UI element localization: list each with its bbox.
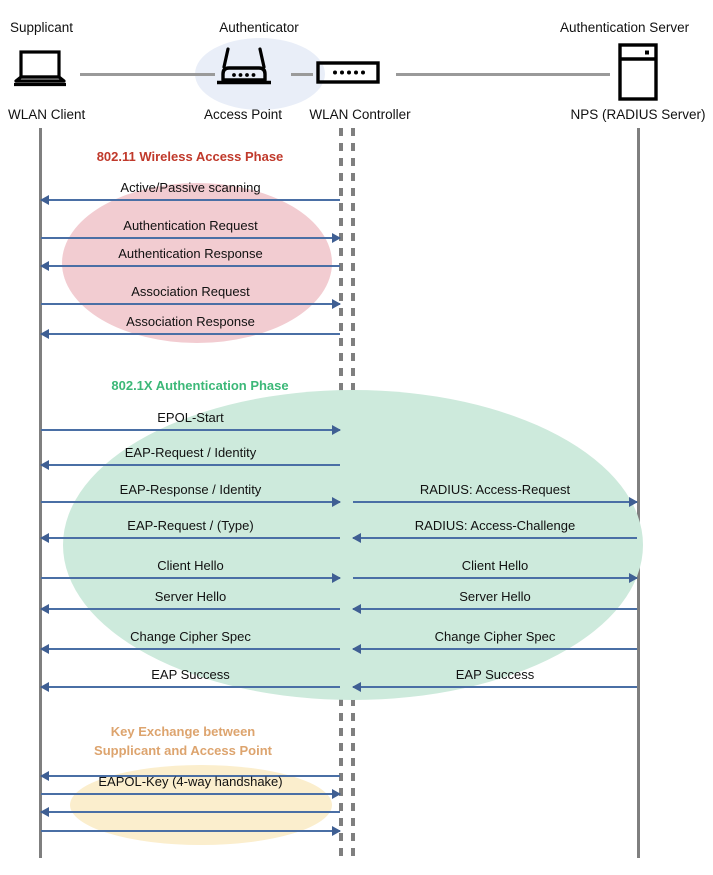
message-arrow (41, 573, 341, 583)
phase-blob-wireless-access (62, 183, 332, 343)
message-arrow (41, 497, 341, 507)
message-arrow (40, 261, 340, 271)
actor-role-authentication-server: Authentication Server (560, 20, 690, 35)
laptop-icon (12, 50, 68, 88)
message-label: EAP Success (151, 667, 230, 682)
message-arrow (41, 425, 341, 435)
message-label: Client Hello (461, 558, 529, 573)
message-label: Association Request (131, 284, 250, 299)
wire-ap-to-controller (291, 73, 313, 76)
phase-label-key-exchange-line2: Supplicant and Access Point (94, 743, 272, 758)
actor-device-wlan-controller: WLAN Controller (309, 107, 411, 122)
message-arrow (40, 329, 340, 339)
message-arrow (41, 233, 341, 243)
message-label: Active/Passive scanning (120, 180, 261, 195)
actor-device-wlan-client: WLAN Client (8, 107, 86, 122)
message-arrow (40, 771, 340, 781)
message-label: EAP Success (455, 667, 535, 682)
server-icon (616, 43, 660, 101)
message-label: EAPOL-Key (4-way handshake) (98, 774, 283, 789)
wire-controller-to-nps (396, 73, 610, 76)
message-arrow (40, 195, 340, 205)
message-arrow (353, 573, 638, 583)
message-arrow (40, 807, 340, 817)
message-label: Association Response (126, 314, 255, 329)
message-arrow (41, 789, 341, 799)
actor-role-supplicant: Supplicant (10, 20, 74, 35)
message-arrow (41, 299, 341, 309)
message-label: EAP-Request / (Type) (127, 518, 254, 533)
actor-role-authenticator: Authenticator (219, 20, 299, 35)
message-arrow (40, 644, 340, 654)
message-label: RADIUS: Access-Request (419, 482, 571, 497)
phase-label-wireless-access: 802.11 Wireless Access Phase (96, 149, 284, 164)
phase-label-dot1x: 802.1X Authentication Phase (111, 378, 289, 393)
message-label: Authentication Response (118, 246, 263, 261)
lifeline-supplicant (39, 128, 42, 858)
message-arrow (352, 682, 637, 692)
wlan-controller-icon (316, 60, 380, 86)
message-label: Authentication Request (123, 218, 258, 233)
message-label: Change Cipher Spec (130, 629, 251, 644)
message-arrow (352, 604, 637, 614)
message-label: Server Hello (154, 589, 227, 604)
message-arrow (40, 533, 340, 543)
message-label: EAP-Response / Identity (119, 482, 262, 497)
access-point-icon (215, 47, 273, 90)
actor-device-access-point: Access Point (203, 107, 283, 122)
wire-client-to-ap (80, 73, 215, 76)
phase-label-key-exchange: Key Exchange between Supplicant and Acce… (94, 722, 272, 760)
message-label: EPOL-Start (157, 410, 224, 425)
message-arrow (353, 497, 638, 507)
message-label: Client Hello (157, 558, 224, 573)
message-arrow (41, 826, 341, 836)
message-arrow (352, 644, 637, 654)
phase-label-key-exchange-line1: Key Exchange between (110, 724, 256, 739)
message-label: RADIUS: Access-Challenge (414, 518, 576, 533)
actor-device-nps: NPS (RADIUS Server) (570, 107, 706, 122)
message-arrow (40, 682, 340, 692)
message-label: Change Cipher Spec (434, 629, 556, 644)
lifeline-nps (637, 128, 640, 858)
message-label: Server Hello (459, 589, 531, 604)
message-arrow (40, 460, 340, 470)
message-arrow (352, 533, 637, 543)
message-arrow (40, 604, 340, 614)
message-label: EAP-Request / Identity (124, 445, 257, 460)
